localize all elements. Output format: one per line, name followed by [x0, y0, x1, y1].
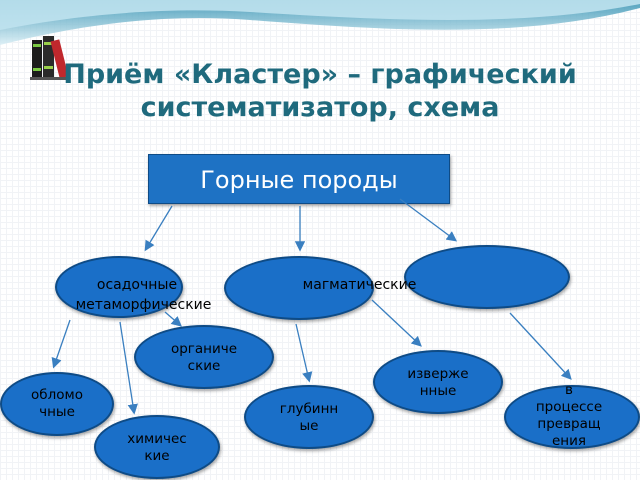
arrow-meta-transform	[509, 312, 572, 380]
arrow-sed-organic	[164, 311, 182, 327]
node-deep-ellipse	[244, 385, 374, 449]
node-deep-label: глубинн ые	[279, 401, 339, 434]
arrow-mag-deep	[295, 323, 313, 383]
node-organic-ellipse	[134, 325, 274, 389]
books-icon	[30, 36, 70, 80]
arrow-mag-erupted	[371, 299, 422, 347]
node-sedimentary-ellipse	[55, 256, 183, 318]
page-title: Приём «Кластер» – графический систематиз…	[63, 59, 577, 123]
root-node: Горные породы	[148, 154, 450, 204]
arrow-sed-clastic	[51, 319, 71, 369]
node-chemical-ellipse	[94, 415, 220, 479]
arrow-root-sedimentary	[144, 205, 173, 252]
node-clastic-ellipse	[0, 372, 114, 436]
node-sedimentary-label: осадочные	[96, 277, 178, 293]
node-magmatic-ellipse	[224, 256, 374, 320]
node-clastic-label: обломо чные	[31, 387, 83, 420]
node-erupted-ellipse	[373, 350, 503, 414]
node-chemical-label: химичес кие	[127, 431, 187, 464]
node-erupted-label: изверже нные	[407, 366, 469, 399]
node-organic-label: органиче ские	[170, 341, 238, 374]
node-transform-label: в процессе превращ ения	[535, 382, 603, 449]
arrow-root-metamorphic	[399, 198, 458, 242]
node-metamorphic-label: метаморфические	[75, 297, 212, 313]
arrow-sed-chemical	[119, 321, 138, 415]
node-magmatic-label: магматические	[302, 277, 417, 293]
node-transform-ellipse	[504, 385, 640, 449]
node-metamorphic-ellipse	[404, 245, 570, 309]
